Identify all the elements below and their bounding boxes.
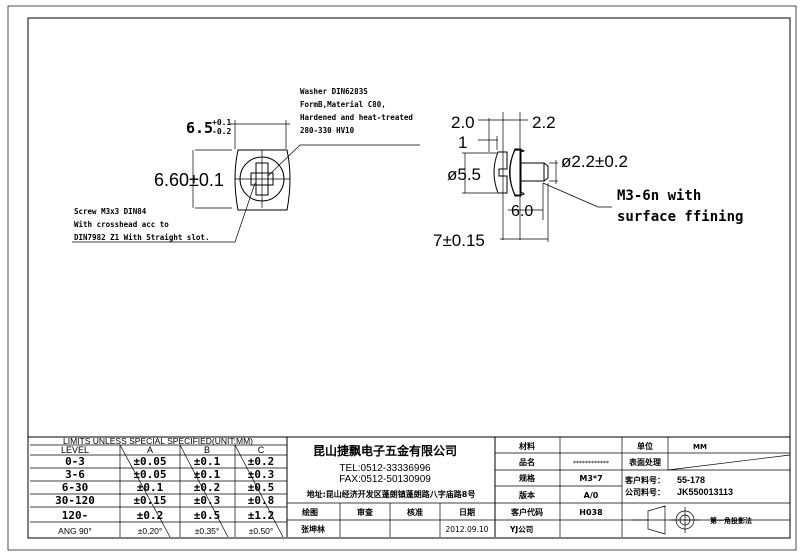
tolerance-value-cell: ±0.05: [133, 455, 166, 468]
name-label: 品名: [519, 457, 535, 467]
tolerance-level-cell: 0-3: [65, 455, 85, 468]
screw-note: Screw M3x3 DIN84 With crosshead acc to D…: [74, 207, 209, 242]
shank: [520, 162, 545, 182]
header-c: C: [258, 445, 265, 455]
dim-head-thickness: 2.0: [451, 113, 475, 132]
top-view: 6.5 +0.1 -0.2 6.60±0.1 Washer DIN6283S F…: [72, 87, 420, 243]
drawer-name: 张坤林: [301, 524, 325, 534]
tolerance-value-cell: ±0.5: [194, 509, 221, 522]
tolerance-value-cell: ±0.15: [133, 494, 166, 507]
tolerance-value-cell: ±0.20°: [138, 526, 163, 536]
label-approve: 核准: [407, 507, 423, 517]
unit-value: MM: [693, 443, 707, 451]
company-address: 地址:昆山经济开发区蓬朗镇蓬朗路八字庙路8号: [307, 489, 476, 499]
company-part-label: 公司料号：: [625, 487, 665, 497]
width-dim: 6.5: [186, 119, 213, 137]
tolerance-value-cell: ±0.3: [248, 468, 275, 481]
company-part-value: JK550013113: [677, 487, 733, 497]
spec-label: 规格: [519, 473, 536, 483]
dim-total-length: 7±0.15: [433, 231, 485, 250]
tolerance-value-cell: ±0.1: [194, 468, 221, 481]
first-angle-projection-icon: [632, 505, 700, 535]
tolerance-title: LIMITS UNLESS SPECIAL SPECIFIED(UNIT:MM): [63, 436, 253, 446]
material-label: 材料: [519, 441, 535, 451]
header-b: B: [204, 445, 210, 455]
title-block: LIMITS UNLESS SPECIAL SPECIFIED(UNIT:MM)…: [28, 436, 791, 538]
info-block: 材料 单位 MM 品名 ************ 表面处理 规格 M3*7 客户…: [494, 437, 791, 537]
label-review: 审查: [357, 507, 374, 517]
unit-label: 单位: [637, 441, 653, 451]
customer-code-value: H038: [579, 508, 603, 517]
dim-shank-diameter: ø2.2±0.2: [561, 152, 628, 171]
drawing-date: 2012.09.10: [446, 525, 489, 534]
width-tol-plus: +0.1: [212, 118, 231, 127]
tolerance-value-cell: ±0.1: [137, 481, 164, 494]
company-block: 昆山捷飘电子五金有限公司 TEL:0512-33336996 FAX:0512-…: [287, 443, 790, 537]
customer-code-label: 客户代码: [510, 507, 543, 517]
thread-note: M3-6n with surface ffining: [617, 188, 743, 225]
spec-value: M3*7: [579, 474, 602, 483]
tolerance-value-cell: ±1.2: [248, 509, 275, 522]
company-name: 昆山捷飘电子五金有限公司: [313, 443, 457, 458]
customer-part-label: 客户料号：: [624, 475, 665, 485]
dim-thread-length: 6.0: [511, 203, 533, 220]
tolerance-value-cell: ±0.2: [248, 455, 275, 468]
tolerance-value-cell: ±0.5: [248, 481, 275, 494]
tolerance-level-cell: 120-: [62, 509, 89, 522]
tolerance-level-cell: 30-120: [55, 494, 95, 507]
outer-frame: [7, 5, 797, 551]
side-view: 2.0 2.2 1 ø5.5 ø2.2±0.2 6.0 7±0.15 M3-6n…: [433, 112, 743, 250]
width-tol-minus: -0.2: [212, 127, 231, 136]
tolerance-level-cell: ANG 90°: [58, 526, 92, 536]
name-value: ************: [573, 460, 609, 467]
dim-one: 1: [458, 133, 467, 152]
washer-note: Washer DIN6283S FormB,Material C80, Hard…: [300, 87, 417, 135]
dim-head-diameter: ø5.5: [447, 165, 481, 184]
tolerance-value-cell: ±0.1: [194, 455, 221, 468]
screw-head-side: [509, 149, 525, 196]
surface-label: 表面处理: [628, 457, 661, 467]
washer-side: [493, 151, 508, 194]
header-level: LEVEL: [61, 445, 89, 455]
version-value: A/0: [584, 491, 599, 500]
version-label: 版本: [518, 490, 535, 500]
tolerance-value-cell: ±0.8: [248, 494, 275, 507]
customer-name: YJ公司: [509, 525, 533, 534]
tolerance-level-cell: 3-6: [65, 468, 85, 481]
tolerance-level-cell: 6-30: [62, 481, 89, 494]
customer-part-value: 55-178: [677, 475, 705, 485]
tolerance-value-cell: ±0.35°: [195, 526, 220, 536]
tolerance-value-cell: ±0.3: [194, 494, 221, 507]
drawing-border: [27, 17, 791, 539]
header-a: A: [147, 445, 153, 455]
label-draw: 绘图: [302, 507, 318, 517]
tolerance-table: LIMITS UNLESS SPECIAL SPECIFIED(UNIT:MM)…: [30, 436, 288, 538]
projection-label: 第一角投影法: [710, 516, 752, 525]
tolerance-value-cell: ±0.2: [137, 509, 164, 522]
company-fax: FAX:0512-50130909: [339, 474, 431, 485]
washer-outline: [234, 149, 291, 211]
dim-washer: 2.2: [532, 113, 556, 132]
company-tel: TEL:0512-33336996: [339, 463, 431, 474]
label-date: 日期: [459, 507, 475, 517]
height-dim: 6.60±0.1: [154, 170, 224, 190]
tolerance-value-cell: ±0.05: [133, 468, 166, 481]
tolerance-value-cell: ±0.50°: [249, 526, 274, 536]
tolerance-value-cell: ±0.2: [194, 481, 221, 494]
